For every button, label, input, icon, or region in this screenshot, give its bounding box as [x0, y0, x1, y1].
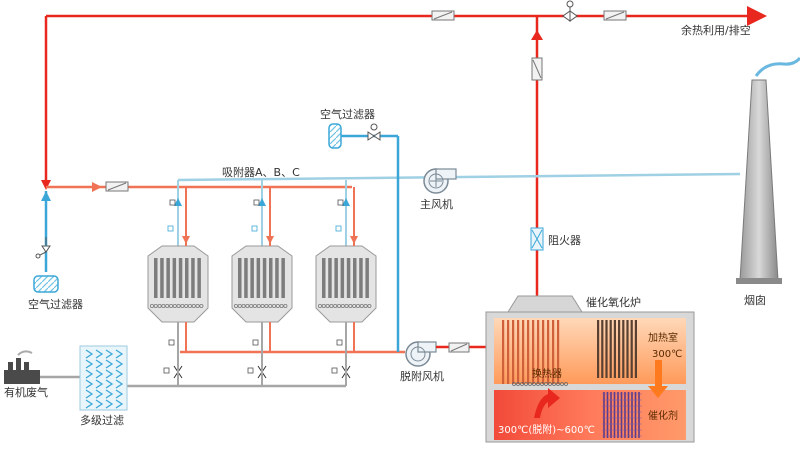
label-catalyst: 催化剂 — [648, 411, 678, 422]
adsorber-b — [231, 245, 293, 323]
label-air-filter-top: 空气过滤器 — [320, 108, 375, 121]
adsorber-risers — [163, 187, 358, 379]
chimney — [736, 56, 800, 284]
factory-icon — [4, 350, 40, 384]
left-air-filter — [33, 191, 59, 293]
label-heat-reuse: 余热利用/排空 — [681, 24, 751, 37]
label-heat-exchanger: 换热器 — [532, 369, 562, 380]
label-heating-temp: 300℃ — [652, 349, 683, 360]
label-organic-gas: 有机废气 — [4, 386, 48, 399]
clean-air-line — [177, 172, 741, 248]
hot-exhaust-line — [41, 0, 767, 298]
label-heating-chamber: 加热室 — [648, 333, 678, 344]
main-fan — [423, 168, 457, 194]
catalytic-oxidizer — [485, 295, 695, 443]
label-flame-arrester: 阻火器 — [548, 234, 581, 247]
label-chimney: 烟囱 — [744, 294, 766, 307]
label-combustion-temp: 300℃(脱附)~600℃ — [498, 425, 595, 436]
desorption-header — [46, 181, 405, 354]
label-main-fan: 主风机 — [420, 198, 453, 211]
label-furnace: 催化氧化炉 — [586, 296, 641, 309]
adsorber-a — [147, 245, 209, 323]
top-air-filter — [328, 123, 400, 352]
multistage-filter — [79, 345, 128, 411]
label-air-filter-left: 空气过滤器 — [28, 298, 83, 311]
waste-gas-line — [40, 322, 347, 388]
desorption-fan — [405, 341, 492, 367]
label-desorption-fan: 脱附风机 — [400, 370, 444, 383]
label-adsorbers: 吸附器A、B、C — [222, 166, 300, 179]
adsorber-c — [315, 245, 377, 323]
label-multistage-filter: 多级过滤 — [80, 414, 124, 427]
